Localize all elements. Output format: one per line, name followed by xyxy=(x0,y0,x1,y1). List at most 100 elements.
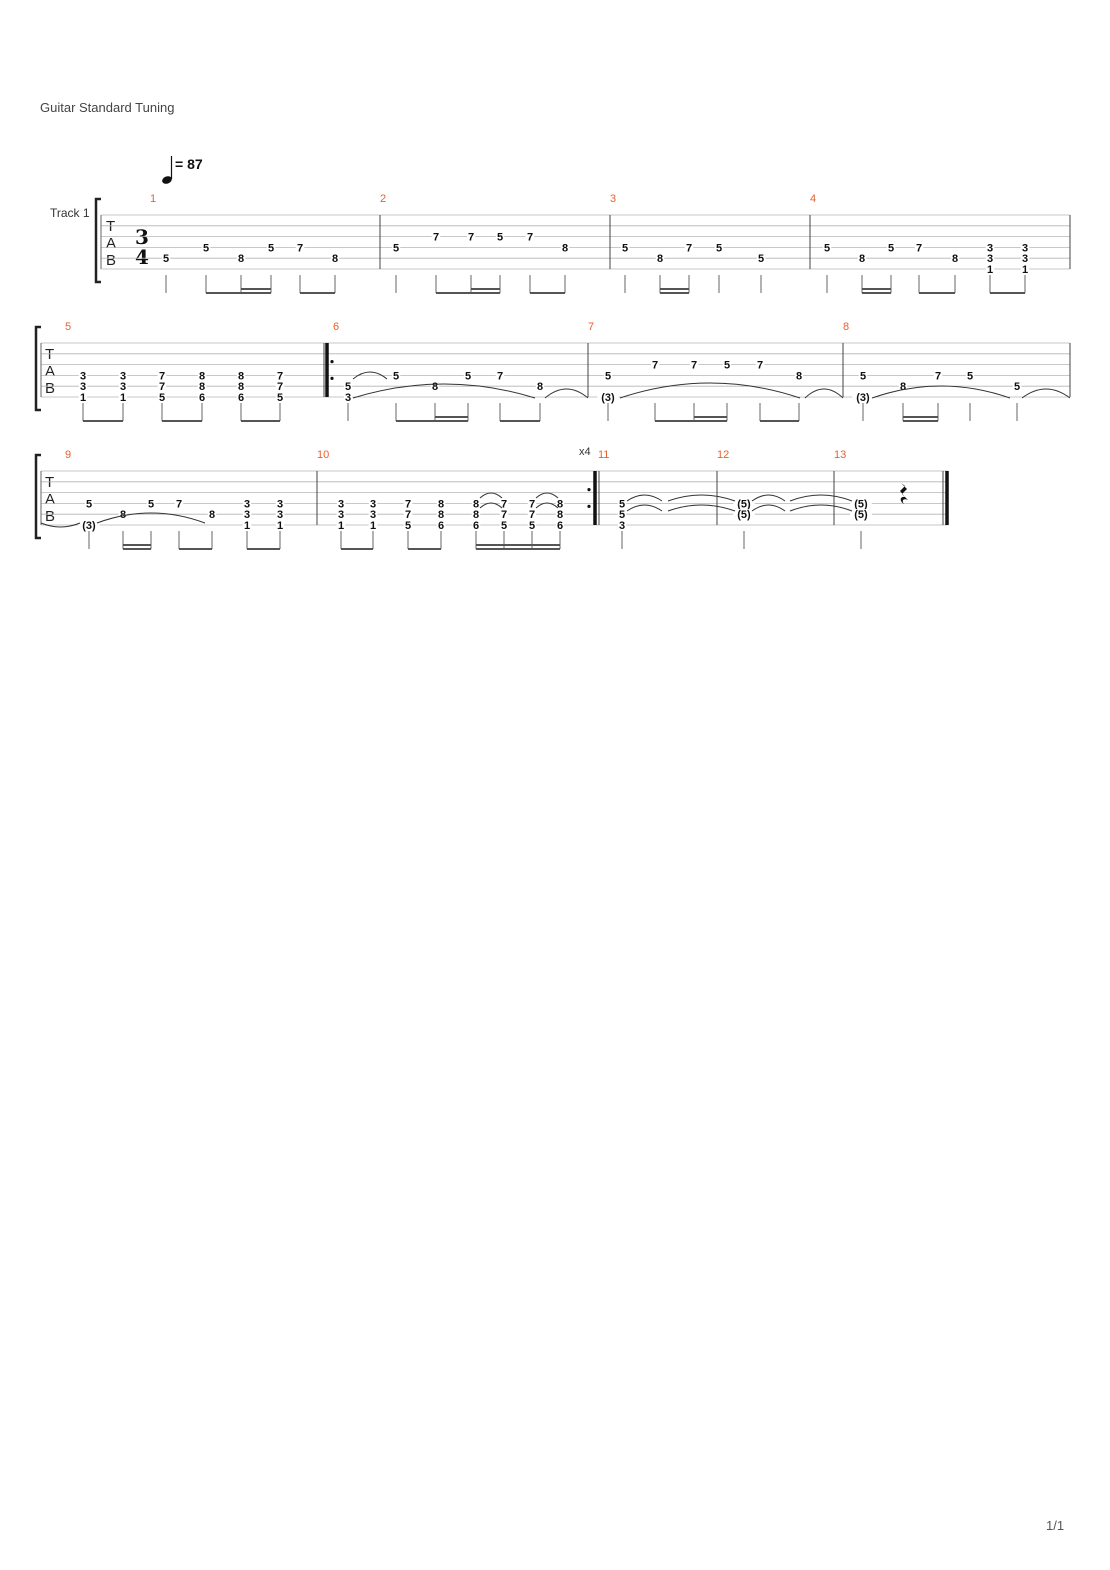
fret-number: 5 xyxy=(758,253,764,265)
fret-number: 5 xyxy=(860,370,866,382)
fret-background xyxy=(275,381,285,392)
tab-letter-a: A xyxy=(106,235,116,252)
fret-number: 3 xyxy=(244,509,250,521)
fret-number: 5 xyxy=(345,381,351,393)
fret-background xyxy=(733,498,755,509)
fret-number: 1 xyxy=(338,520,344,532)
fret-number: 3 xyxy=(244,498,250,510)
fret-background xyxy=(368,498,378,509)
fret-background xyxy=(527,498,537,509)
fret-background xyxy=(650,359,660,370)
fret-background xyxy=(242,520,252,530)
fret-number: (3) xyxy=(82,520,96,532)
tie-arc xyxy=(40,522,81,528)
fret-background xyxy=(499,509,509,520)
fret-number: 7 xyxy=(277,370,283,382)
fret-number: 5 xyxy=(268,242,274,254)
bar-number: 4 xyxy=(810,193,816,205)
fret-number: 7 xyxy=(691,360,697,372)
fret-number: 5 xyxy=(393,242,399,254)
fret-number: 3 xyxy=(277,498,283,510)
fret-number: 7 xyxy=(501,509,507,521)
fret-number: 7 xyxy=(468,232,474,244)
fret-number: 3 xyxy=(277,509,283,521)
tab-letter-t: T xyxy=(106,218,115,235)
bar-number: 6 xyxy=(333,321,339,333)
fret-background xyxy=(84,498,94,509)
fret-number: 7 xyxy=(686,242,692,254)
fret-background xyxy=(201,242,211,253)
fret-background xyxy=(655,253,665,264)
fret-number: 5 xyxy=(86,498,92,510)
fret-background xyxy=(950,253,960,264)
fret-number: 8 xyxy=(120,509,126,521)
fret-background xyxy=(78,392,88,402)
fret-background xyxy=(391,370,401,381)
fret-number: 5 xyxy=(497,232,503,244)
bar-number: 3 xyxy=(610,193,616,205)
fret-number: 3 xyxy=(338,509,344,521)
fret-background xyxy=(560,242,570,253)
fret-number: 7 xyxy=(935,370,941,382)
fret-number: 5 xyxy=(716,242,722,254)
fret-number: (5) xyxy=(737,498,751,510)
fret-number: 7 xyxy=(757,360,763,372)
fret-number: 8 xyxy=(796,370,802,382)
fret-number: 7 xyxy=(277,381,283,393)
fret-background xyxy=(985,253,995,264)
fret-background xyxy=(161,253,171,264)
tie-arc xyxy=(667,504,736,512)
fret-number: 6 xyxy=(238,392,244,404)
fret-number: 5 xyxy=(619,498,625,510)
fret-background xyxy=(471,509,481,520)
tie-arc xyxy=(626,494,663,502)
fret-number: 8 xyxy=(473,498,479,510)
tie-arc xyxy=(626,504,663,512)
fret-number: 8 xyxy=(952,253,958,265)
system-2-braces: T A B xyxy=(34,325,55,412)
fret-number: 3 xyxy=(987,253,993,265)
fret-number: 7 xyxy=(497,370,503,382)
fret-background xyxy=(463,370,473,381)
fret-number: 3 xyxy=(1022,253,1028,265)
repeat-dot xyxy=(330,360,334,364)
slur xyxy=(479,492,503,499)
slur xyxy=(479,502,503,509)
fret-number: 8 xyxy=(657,253,663,265)
fret-background xyxy=(985,264,995,274)
fret-background xyxy=(822,242,832,253)
fret-background xyxy=(1020,242,1030,253)
fret-background xyxy=(236,381,246,392)
fret-background xyxy=(858,370,868,381)
fret-number: 8 xyxy=(859,253,865,265)
fret-background xyxy=(886,242,896,253)
fret-background xyxy=(499,520,509,530)
system-3-braces: T A B x4 xyxy=(34,446,591,540)
fret-number: 6 xyxy=(473,520,479,532)
fret-background xyxy=(857,253,867,264)
fret-number: 5 xyxy=(148,498,154,510)
fret-number: 7 xyxy=(529,498,535,510)
fret-background xyxy=(118,381,128,392)
fret-background xyxy=(157,392,167,402)
fret-number: 5 xyxy=(465,370,471,382)
fret-background xyxy=(714,242,724,253)
fret-background xyxy=(275,370,285,381)
tie-arc xyxy=(619,382,801,399)
slur xyxy=(535,492,559,499)
fret-background xyxy=(684,242,694,253)
fret-number: 7 xyxy=(916,242,922,254)
fret-background xyxy=(197,392,207,402)
fret-number: 1 xyxy=(1022,264,1028,276)
fret-background xyxy=(157,370,167,381)
fret-background xyxy=(236,370,246,381)
tie-arc xyxy=(544,388,589,399)
tab-letter-b: B xyxy=(106,252,116,269)
fret-background xyxy=(343,392,353,402)
tie-arc xyxy=(667,494,736,502)
fret-background xyxy=(336,498,346,509)
tie-arc xyxy=(751,504,786,512)
